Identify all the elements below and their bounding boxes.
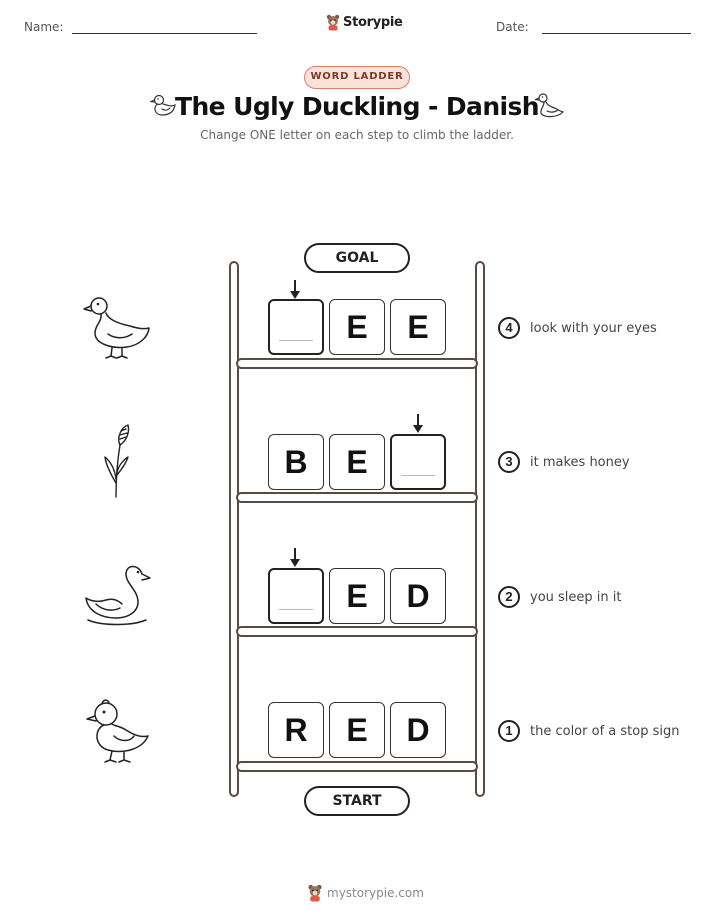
- duckling-icon-left: [150, 94, 176, 116]
- bear-icon: [326, 14, 340, 31]
- brand-name: Storypie: [343, 15, 403, 30]
- arrow-down-icon: [413, 414, 423, 433]
- reed-icon: [104, 424, 130, 498]
- letter-input[interactable]: [268, 568, 324, 624]
- clue-number: 4: [498, 317, 520, 339]
- ladder-rail-left: [229, 261, 239, 797]
- letter-box: E: [329, 568, 385, 624]
- storypie-logo: Storypie: [326, 14, 403, 31]
- duck-icon-right: [535, 93, 565, 118]
- clue-text: it makes honey: [530, 454, 630, 470]
- clue-text: look with your eyes: [530, 320, 657, 336]
- footer-url[interactable]: mystorypie.com: [327, 886, 424, 900]
- start-label: START: [304, 786, 410, 816]
- clue-3: 3 it makes honey: [498, 451, 630, 473]
- clue-text: you sleep in it: [530, 589, 622, 605]
- letter-box: E: [329, 299, 385, 355]
- ladder-rung: [236, 358, 478, 369]
- date-label: Date:: [496, 20, 529, 34]
- word-ladder-badge: WORD LADDER: [304, 66, 410, 89]
- clue-4: 4 look with your eyes: [498, 317, 657, 339]
- arrow-down-icon: [290, 280, 300, 299]
- duckling-icon: [86, 699, 149, 763]
- letter-input[interactable]: [268, 299, 324, 355]
- letter-box: R: [268, 702, 324, 758]
- date-line[interactable]: [542, 33, 691, 34]
- page-subtitle: Change ONE letter on each step to climb …: [200, 128, 514, 142]
- page-title: The Ugly Duckling - Danish: [175, 92, 540, 121]
- footer-brand: mystorypie.com: [307, 884, 424, 902]
- letter-box: D: [390, 702, 446, 758]
- letter-box: E: [329, 434, 385, 490]
- letter-box: E: [329, 702, 385, 758]
- clue-number: 1: [498, 720, 520, 742]
- letter-box: E: [390, 299, 446, 355]
- letter-input[interactable]: [390, 434, 446, 490]
- swan-icon: [85, 565, 151, 626]
- goal-label: GOAL: [304, 243, 410, 273]
- name-line[interactable]: [72, 33, 257, 34]
- clue-text: the color of a stop sign: [530, 723, 680, 739]
- clue-2: 2 you sleep in it: [498, 586, 621, 608]
- clue-number: 2: [498, 586, 520, 608]
- clue-number: 3: [498, 451, 520, 473]
- clue-1: 1 the color of a stop sign: [498, 720, 679, 742]
- bear-icon: [308, 884, 322, 902]
- letter-box: D: [390, 568, 446, 624]
- ladder-rung: [236, 492, 478, 503]
- letter-box: B: [268, 434, 324, 490]
- arrow-down-icon: [290, 548, 300, 567]
- duck-icon: [83, 297, 150, 359]
- ladder-rung: [236, 626, 478, 637]
- ladder-rung: [236, 761, 478, 772]
- name-label: Name:: [24, 20, 64, 34]
- ladder-rail-right: [475, 261, 485, 797]
